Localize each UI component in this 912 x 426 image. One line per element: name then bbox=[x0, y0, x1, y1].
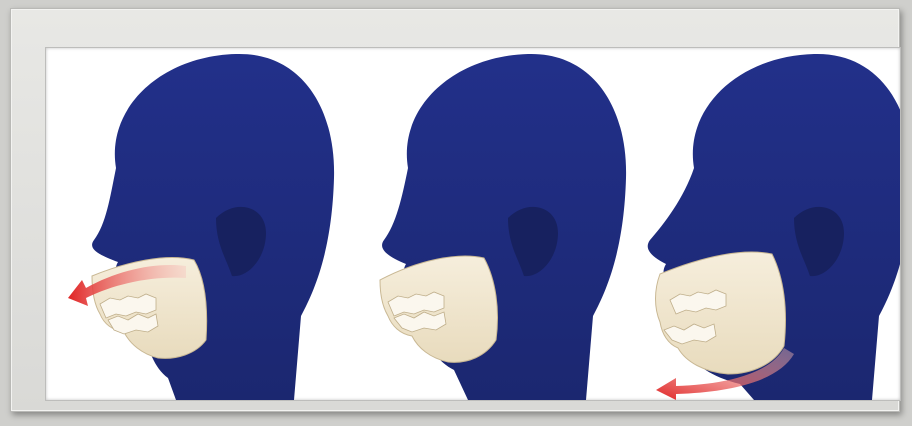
head-figure-3 bbox=[648, 54, 900, 400]
head-silhouette bbox=[92, 54, 334, 400]
head-silhouette bbox=[382, 54, 626, 400]
head-figure-2 bbox=[380, 54, 626, 400]
jaw-bone bbox=[656, 252, 786, 374]
illustration-panel bbox=[45, 47, 901, 401]
image-frame bbox=[10, 8, 900, 412]
profile-illustration bbox=[46, 48, 900, 400]
head-figure-1 bbox=[68, 54, 334, 400]
